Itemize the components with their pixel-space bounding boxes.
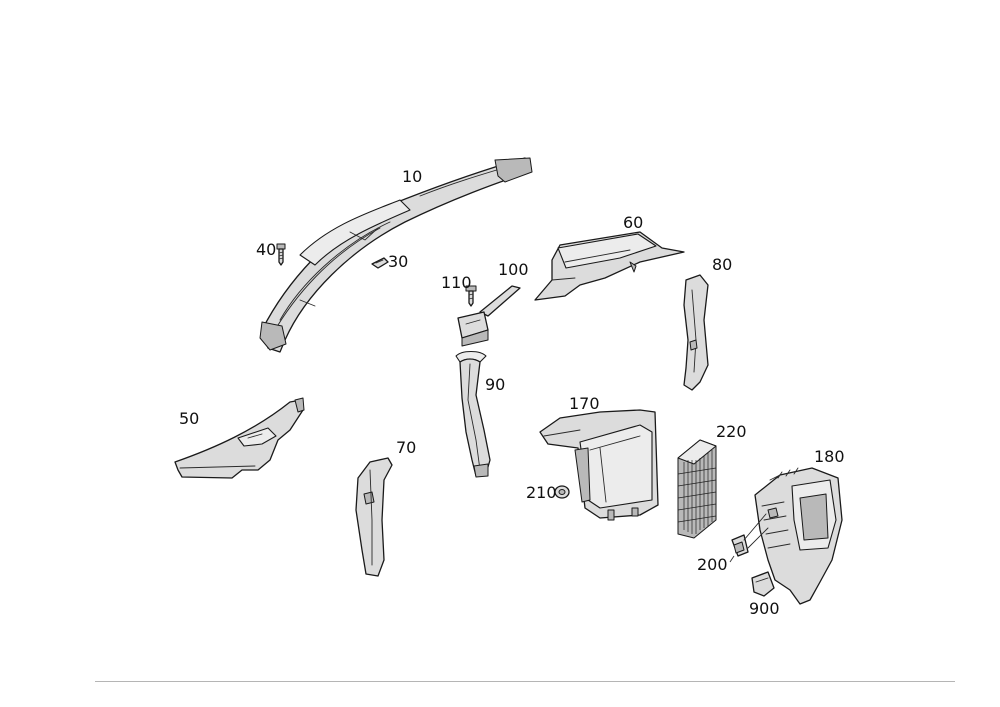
part-200-sensor[interactable] <box>731 513 769 557</box>
callout-900: 900 <box>749 599 780 618</box>
part-100-bracket[interactable] <box>457 285 521 347</box>
part-90-snorkel-pipe[interactable] <box>455 350 491 478</box>
footer-divider <box>95 681 955 682</box>
part-180-upper-housing[interactable] <box>754 467 843 605</box>
callout-110: 110 <box>441 273 472 292</box>
part-80-vertical-duct[interactable] <box>683 274 709 391</box>
part-30-clip[interactable] <box>371 257 389 269</box>
callout-220: 220 <box>716 422 747 441</box>
callout-70: 70 <box>396 438 417 457</box>
part-50-cover-panel[interactable] <box>174 397 305 479</box>
callout-170: 170 <box>569 394 600 413</box>
part-10-intake-duct[interactable] <box>259 157 533 353</box>
callout-10: 10 <box>402 167 423 186</box>
callout-100: 100 <box>498 260 529 279</box>
leader-200 <box>729 555 735 563</box>
part-70-lower-duct[interactable] <box>355 457 393 577</box>
callout-180: 180 <box>814 447 845 466</box>
part-170-filter-housing[interactable] <box>539 409 659 521</box>
part-900-bracket[interactable] <box>751 571 775 597</box>
part-220-filter-element[interactable] <box>677 439 717 539</box>
callout-200: 200 <box>697 555 728 574</box>
callout-210: 210 <box>526 483 557 502</box>
callout-80: 80 <box>712 255 733 274</box>
callout-50: 50 <box>179 409 200 428</box>
part-60-duct-shelf[interactable] <box>534 231 685 301</box>
callout-40: 40 <box>256 240 277 259</box>
part-210-grommet[interactable] <box>554 485 570 499</box>
callout-60: 60 <box>623 213 644 232</box>
part-40-screw[interactable] <box>276 243 286 266</box>
part-110-screw[interactable] <box>465 285 477 307</box>
callout-30: 30 <box>388 252 409 271</box>
callout-90: 90 <box>485 375 506 394</box>
